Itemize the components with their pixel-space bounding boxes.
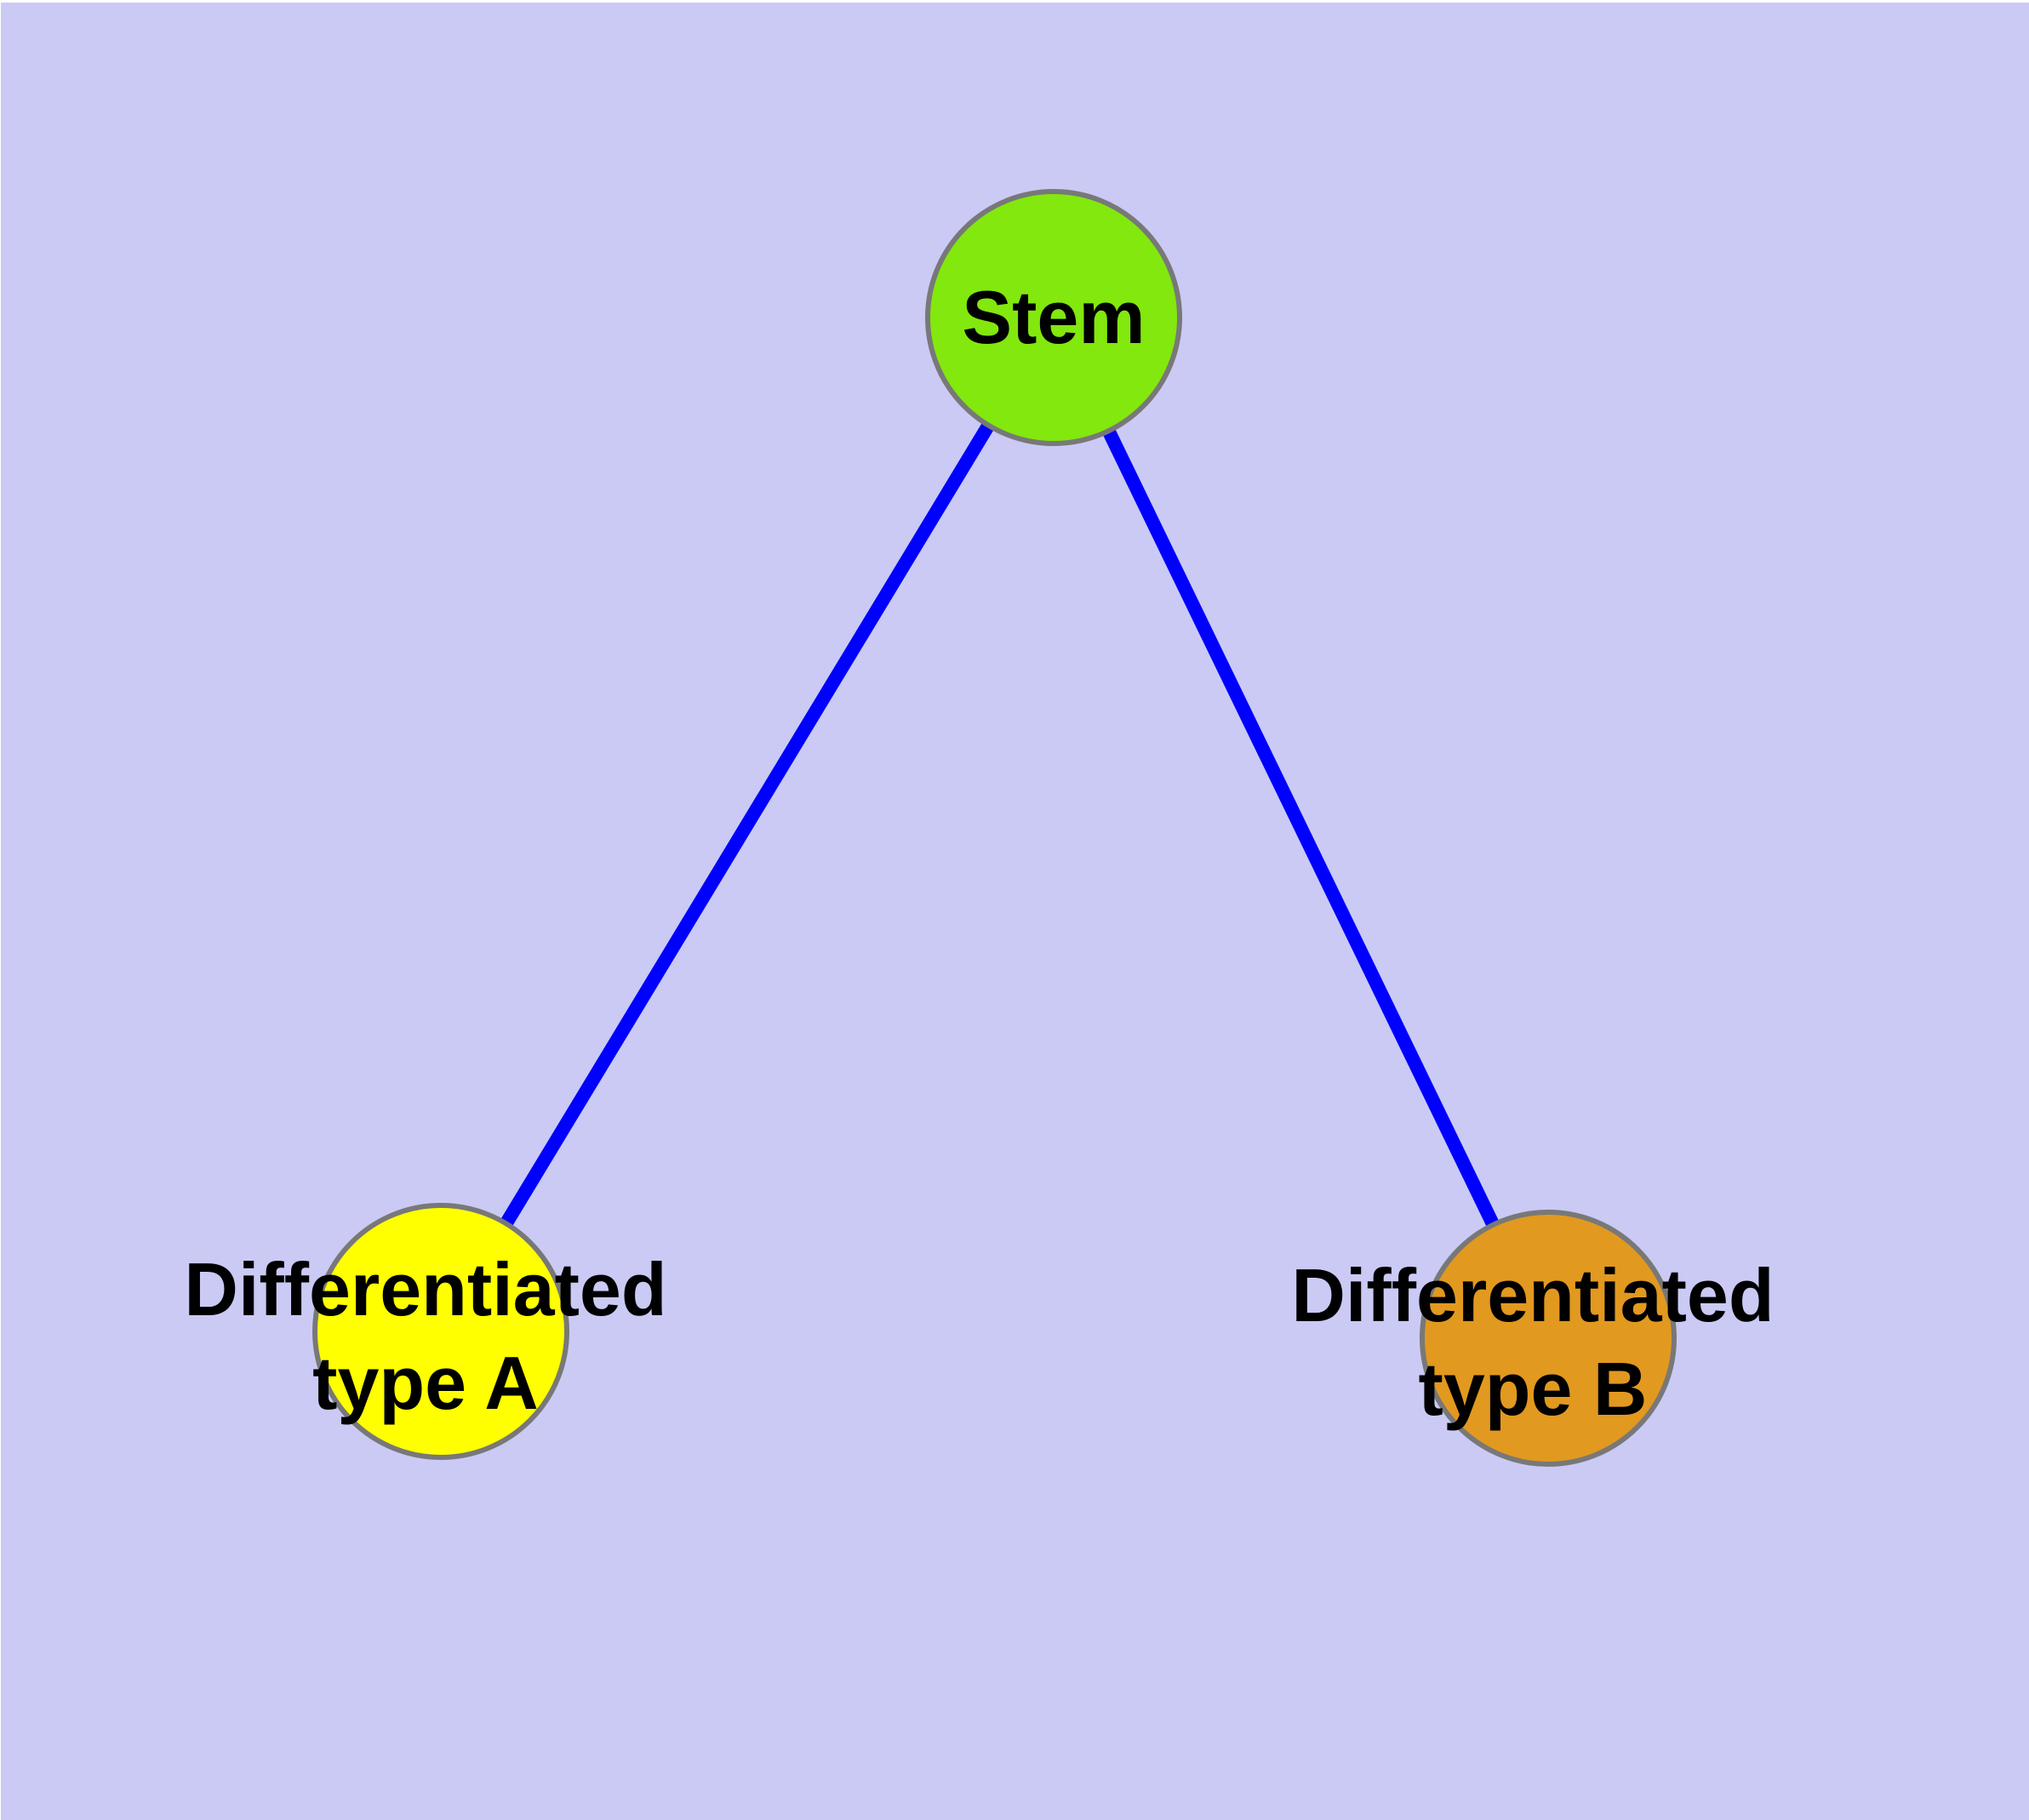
node-differentiated-type-b	[1420, 1210, 1677, 1467]
edge-layer	[435, 313, 1555, 1342]
edge-stem-to-type-a	[435, 313, 1060, 1336]
node-stem	[925, 189, 1182, 446]
node-differentiated-type-a	[312, 1203, 569, 1460]
edge-stem-to-type-b	[1047, 314, 1555, 1342]
diagram-canvas: Stem Differentiated type A Differentiate…	[1, 3, 2029, 1820]
